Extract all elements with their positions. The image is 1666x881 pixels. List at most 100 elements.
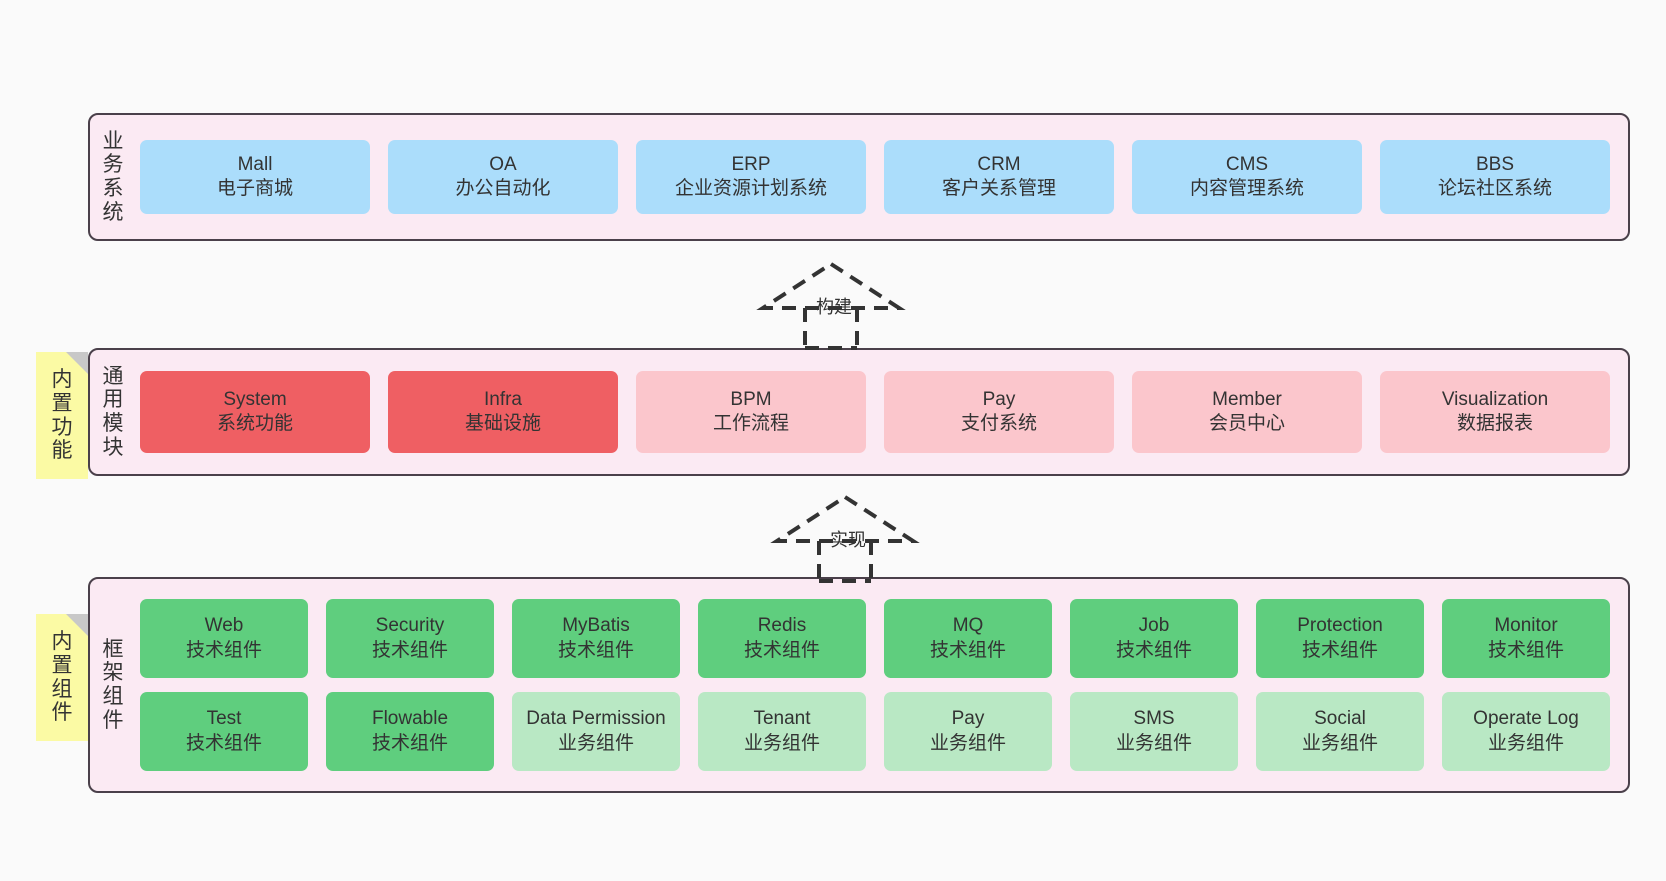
node-row: Test 技术组件 Flowable 技术组件 Data Permission …	[140, 692, 1610, 771]
node-row: System 系统功能 Infra 基础设施 BPM 工作流程 Pay 支付系统…	[140, 371, 1610, 453]
layer-label-char: 用	[102, 388, 124, 412]
node-operate-log[interactable]: Operate Log 业务组件	[1442, 692, 1610, 771]
node-protection[interactable]: Protection 技术组件	[1256, 599, 1424, 678]
node-subtitle: 支付系统	[960, 413, 1037, 434]
node-title: Pay	[951, 708, 985, 730]
node-row: Web 技术组件 Security 技术组件 MyBatis 技术组件 Redi…	[140, 599, 1610, 678]
layer-label-business-system: 业 务 系 统	[90, 115, 136, 239]
node-subtitle: 技术组件	[1115, 639, 1192, 661]
connector-build-arrow-icon	[756, 261, 906, 350]
node-subtitle: 技术组件	[371, 732, 448, 754]
node-infra[interactable]: Infra 基础设施	[388, 371, 618, 453]
note-label-char: 功	[51, 415, 73, 439]
node-title: BPM	[730, 388, 772, 410]
layer-label-char: 业	[102, 129, 124, 153]
node-subtitle: 数据报表	[1456, 413, 1533, 434]
node-pay-module[interactable]: Pay 支付系统	[884, 371, 1114, 453]
layer-label-char: 件	[102, 708, 124, 732]
node-title: Data Permission	[526, 708, 666, 730]
node-title: ERP	[731, 153, 771, 175]
node-title: System	[223, 388, 287, 410]
node-subtitle: 业务组件	[743, 732, 820, 754]
layer-common-module: 通 用 模 块 System 系统功能 Infra 基础设施 BPM 工作流程	[88, 348, 1630, 476]
layer-label-char: 统	[102, 200, 124, 224]
node-bpm[interactable]: BPM 工作流程	[636, 371, 866, 453]
node-subtitle: 技术组件	[1487, 639, 1564, 661]
node-title: Visualization	[1441, 388, 1549, 410]
node-subtitle: 企业资源计划系统	[674, 178, 827, 199]
layer-label-char: 架	[102, 661, 124, 685]
node-subtitle: 技术组件	[557, 639, 634, 661]
note-fold-corner-icon	[66, 614, 88, 636]
node-title: Social	[1314, 708, 1366, 730]
layer-label-char: 系	[102, 177, 124, 200]
node-title: Monitor	[1494, 615, 1558, 637]
node-mybatis[interactable]: MyBatis 技术组件	[512, 599, 680, 678]
node-test[interactable]: Test 技术组件	[140, 692, 308, 771]
node-visualization[interactable]: Visualization 数据报表	[1380, 371, 1610, 453]
layer-label-char: 通	[102, 364, 124, 388]
node-title: SMS	[1133, 708, 1175, 730]
note-builtin-function: 内 置 功 能	[36, 352, 88, 479]
node-tenant[interactable]: Tenant 业务组件	[698, 692, 866, 771]
node-data-permission[interactable]: Data Permission 业务组件	[512, 692, 680, 771]
node-title: Pay	[982, 388, 1016, 410]
node-subtitle: 业务组件	[557, 732, 634, 754]
node-row: Mall 电子商城 OA 办公自动化 ERP 企业资源计划系统 CRM 客户关系…	[140, 140, 1610, 214]
node-monitor[interactable]: Monitor 技术组件	[1442, 599, 1610, 678]
connector-realize: 实现	[770, 494, 920, 583]
node-title: CMS	[1225, 153, 1269, 175]
node-subtitle: 业务组件	[1301, 732, 1378, 754]
node-oa[interactable]: OA 办公自动化	[388, 140, 618, 214]
note-fold-corner-icon	[66, 352, 88, 374]
node-redis[interactable]: Redis 技术组件	[698, 599, 866, 678]
layer-body-business-system: Mall 电子商城 OA 办公自动化 ERP 企业资源计划系统 CRM 客户关系…	[136, 115, 1628, 239]
layer-body-common-module: System 系统功能 Infra 基础设施 BPM 工作流程 Pay 支付系统…	[136, 350, 1628, 474]
node-mall[interactable]: Mall 电子商城	[140, 140, 370, 214]
node-subtitle: 业务组件	[1487, 732, 1564, 754]
node-title: BBS	[1475, 153, 1515, 175]
node-job[interactable]: Job 技术组件	[1070, 599, 1238, 678]
node-title: Operate Log	[1473, 708, 1579, 730]
layer-label-char: 框	[102, 637, 124, 661]
node-subtitle: 业务组件	[929, 732, 1006, 754]
node-cms[interactable]: CMS 内容管理系统	[1132, 140, 1362, 214]
connector-build: 构建	[756, 261, 906, 350]
node-title: Web	[204, 615, 244, 637]
node-security[interactable]: Security 技术组件	[326, 599, 494, 678]
note-label-char: 内	[51, 368, 73, 392]
note-label-char: 置	[51, 391, 73, 415]
node-bbs[interactable]: BBS 论坛社区系统	[1380, 140, 1610, 214]
note-builtin-component: 内 置 组 件	[36, 614, 88, 741]
node-pay-component[interactable]: Pay 业务组件	[884, 692, 1052, 771]
node-subtitle: 技术组件	[1301, 639, 1378, 661]
node-crm[interactable]: CRM 客户关系管理	[884, 140, 1114, 214]
node-web[interactable]: Web 技术组件	[140, 599, 308, 678]
node-social[interactable]: Social 业务组件	[1256, 692, 1424, 771]
node-subtitle: 技术组件	[929, 639, 1006, 661]
node-subtitle: 技术组件	[371, 639, 448, 661]
node-subtitle: 客户关系管理	[941, 178, 1056, 199]
layer-body-framework-component: Web 技术组件 Security 技术组件 MyBatis 技术组件 Redi…	[136, 579, 1628, 791]
connector-realize-arrow-icon	[770, 494, 920, 583]
note-label-char: 内	[51, 630, 73, 654]
node-sms[interactable]: SMS 业务组件	[1070, 692, 1238, 771]
node-mq[interactable]: MQ 技术组件	[884, 599, 1052, 678]
node-title: Job	[1138, 615, 1170, 637]
node-erp[interactable]: ERP 企业资源计划系统	[636, 140, 866, 214]
node-title: MQ	[952, 615, 984, 637]
node-title: Test	[206, 708, 242, 730]
layer-label-char: 模	[102, 412, 124, 435]
node-flowable[interactable]: Flowable 技术组件	[326, 692, 494, 771]
node-subtitle: 系统功能	[216, 413, 293, 434]
node-subtitle: 技术组件	[185, 732, 262, 754]
node-subtitle: 论坛社区系统	[1437, 178, 1552, 199]
connector-realize-label: 实现	[830, 530, 866, 550]
node-subtitle: 电子商城	[216, 178, 293, 199]
node-title: Infra	[483, 388, 523, 410]
node-subtitle: 会员中心	[1208, 413, 1285, 434]
node-title: Redis	[757, 615, 807, 637]
node-member[interactable]: Member 会员中心	[1132, 371, 1362, 453]
node-system[interactable]: System 系统功能	[140, 371, 370, 453]
